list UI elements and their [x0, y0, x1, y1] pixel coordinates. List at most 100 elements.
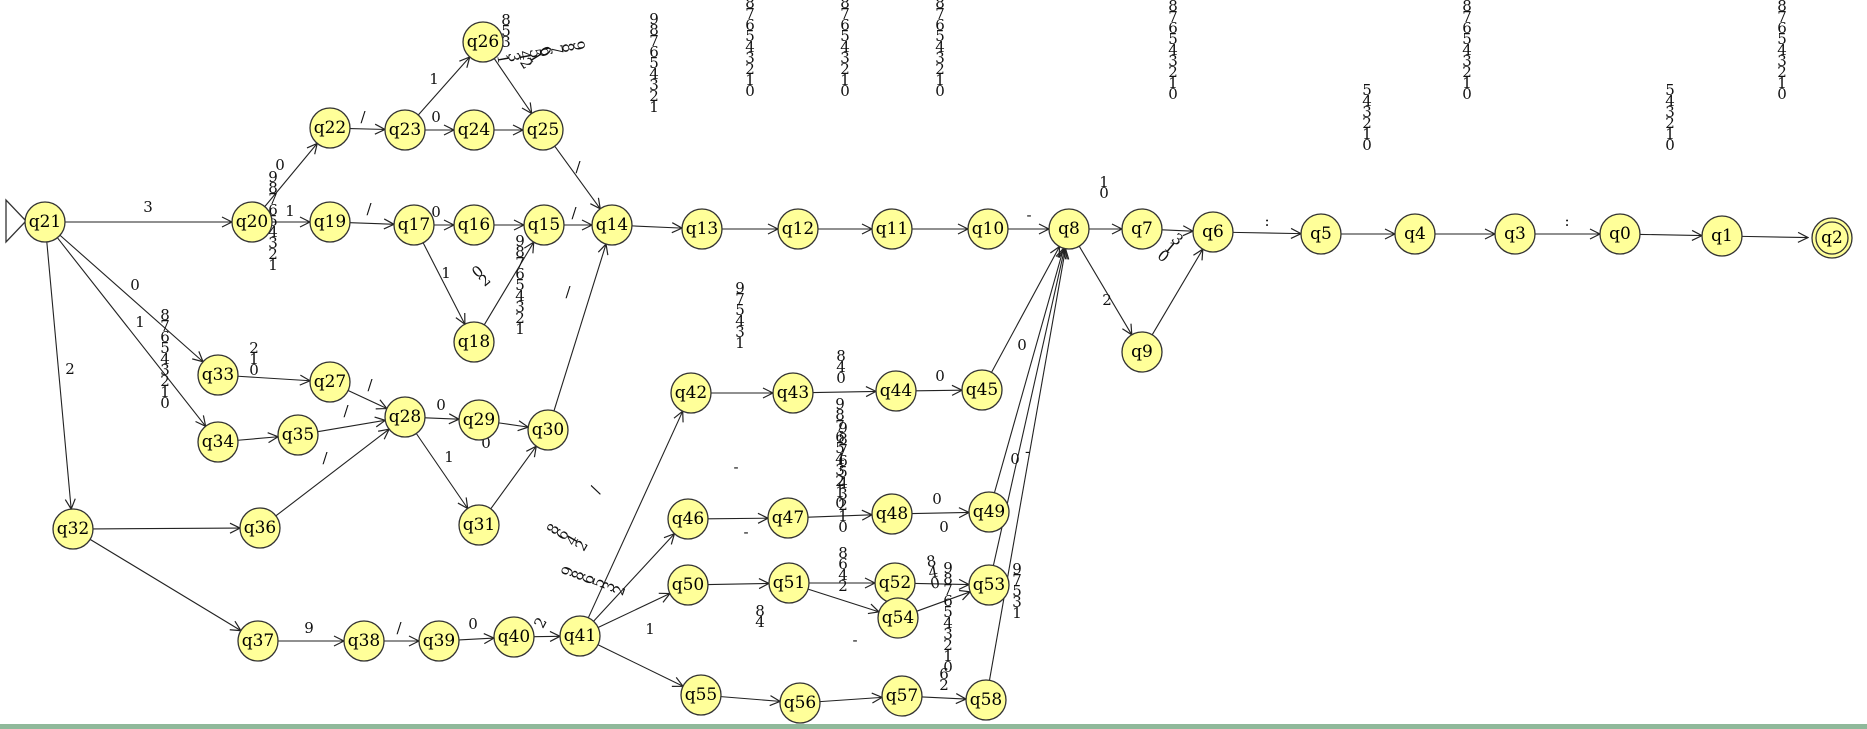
- state-q31[interactable]: q31: [458, 504, 500, 546]
- state-q9[interactable]: q9: [1121, 331, 1163, 373]
- transition-label-q15-q14: /: [571, 204, 577, 222]
- state-q23[interactable]: q23: [384, 109, 426, 151]
- state-q27[interactable]: q27: [309, 361, 351, 403]
- state-label: q51: [773, 573, 806, 593]
- state-q54[interactable]: q54: [877, 597, 919, 639]
- transition-q46-q47: [707, 518, 768, 519]
- state-q51[interactable]: q51: [768, 562, 810, 604]
- state-q40[interactable]: q40: [493, 616, 535, 658]
- state-q24[interactable]: q24: [453, 109, 495, 151]
- transition-q56-q57: [819, 697, 882, 701]
- state-q5[interactable]: q5: [1300, 213, 1342, 255]
- state-circle: [231, 201, 273, 243]
- state-q44[interactable]: q44: [875, 370, 917, 412]
- bottom-status-bar: [0, 724, 1867, 729]
- state-q36[interactable]: q36: [239, 507, 281, 549]
- transition-q32-q36: [92, 528, 240, 529]
- transition-q19-q17: [349, 223, 394, 225]
- transition-label-q43-q44: 0: [935, 367, 945, 385]
- state-q32[interactable]: q32: [52, 508, 94, 550]
- state-circle: [1121, 331, 1163, 373]
- state-q39[interactable]: q39: [418, 620, 460, 662]
- state-q11[interactable]: q11: [871, 208, 913, 250]
- state-label: q47: [772, 508, 805, 528]
- transition-q1-q2: [1741, 236, 1808, 237]
- transition-q8-q9: [1078, 245, 1132, 335]
- transition-q14-q13: [631, 226, 682, 228]
- state-q46[interactable]: q46: [667, 498, 709, 540]
- state-q0[interactable]: q0: [1599, 213, 1641, 255]
- state-q30[interactable]: q30: [527, 409, 569, 451]
- state-q22[interactable]: q22: [309, 107, 351, 149]
- state-circle: [667, 498, 709, 540]
- transition-label-q52-q53: 840: [925, 552, 941, 593]
- state-q19[interactable]: q19: [309, 201, 351, 243]
- state-q10[interactable]: q10: [967, 208, 1009, 250]
- state-q21[interactable]: q21: [24, 201, 66, 243]
- state-q55[interactable]: q55: [680, 674, 722, 716]
- state-q53[interactable]: q53: [968, 564, 1010, 606]
- state-q41[interactable]: q41: [559, 615, 601, 657]
- state-q57[interactable]: q57: [881, 675, 923, 717]
- state-circle: [881, 675, 923, 717]
- state-circle: [559, 615, 601, 657]
- state-label: q48: [876, 504, 909, 524]
- state-q34[interactable]: q34: [197, 421, 239, 463]
- transition-q30-q14: [553, 244, 606, 412]
- state-q13[interactable]: q13: [681, 208, 723, 250]
- state-q1[interactable]: q1: [1701, 215, 1743, 257]
- state-q15[interactable]: q15: [523, 204, 565, 246]
- state-q56[interactable]: q56: [779, 682, 821, 724]
- state-q49[interactable]: q49: [968, 491, 1010, 533]
- state-q42[interactable]: q42: [670, 372, 712, 414]
- state-circle: [384, 109, 426, 151]
- state-q26[interactable]: q26: [462, 21, 504, 63]
- state-q17[interactable]: q17: [393, 204, 435, 246]
- transition-q58-q8: [988, 249, 1065, 681]
- transition-q54-q53: [916, 592, 970, 612]
- transition-label-q20-q19: 1: [285, 202, 295, 220]
- state-q33[interactable]: q33: [197, 354, 239, 396]
- state-q52[interactable]: q52: [874, 562, 916, 604]
- state-circle: [1192, 211, 1234, 253]
- state-q29[interactable]: q29: [458, 399, 500, 441]
- state-q38[interactable]: q38: [343, 620, 385, 662]
- state-q18[interactable]: q18: [453, 321, 495, 363]
- state-q4[interactable]: q4: [1394, 213, 1436, 255]
- state-q3[interactable]: q3: [1494, 213, 1536, 255]
- state-q20[interactable]: q20: [231, 201, 273, 243]
- state-q14[interactable]: q14: [591, 204, 633, 246]
- state-q50[interactable]: q50: [667, 564, 709, 606]
- state-circle: [309, 201, 351, 243]
- state-circle: [523, 204, 565, 246]
- state-q35[interactable]: q35: [277, 414, 319, 456]
- transition-q0-q1: [1639, 234, 1702, 235]
- state-q47[interactable]: q47: [767, 497, 809, 539]
- transition-q41-q50: [597, 594, 670, 628]
- state-q28[interactable]: q28: [384, 396, 426, 438]
- state-q16[interactable]: q16: [453, 204, 495, 246]
- state-q12[interactable]: q12: [777, 208, 819, 250]
- state-q6[interactable]: q6: [1192, 211, 1234, 253]
- state-q43[interactable]: q43: [772, 372, 814, 414]
- state-label: q34: [202, 432, 235, 452]
- state-q8[interactable]: q8: [1048, 208, 1090, 250]
- transition-q47-q48: [807, 515, 872, 517]
- transition-q27-q28: [347, 389, 387, 408]
- state-q25[interactable]: q25: [522, 109, 564, 151]
- state-q2[interactable]: q2: [1811, 217, 1853, 259]
- state-circle: [239, 507, 281, 549]
- state-q37[interactable]: q37: [237, 620, 279, 662]
- state-q58[interactable]: q58: [965, 679, 1007, 721]
- transition-q21-q33: [59, 234, 203, 362]
- transition-q21-q34: [56, 237, 205, 427]
- state-q45[interactable]: q45: [961, 369, 1003, 411]
- state-q48[interactable]: q48: [871, 493, 913, 535]
- state-circle: [968, 491, 1010, 533]
- state-circle: [522, 109, 564, 151]
- state-q7[interactable]: q7: [1121, 208, 1163, 250]
